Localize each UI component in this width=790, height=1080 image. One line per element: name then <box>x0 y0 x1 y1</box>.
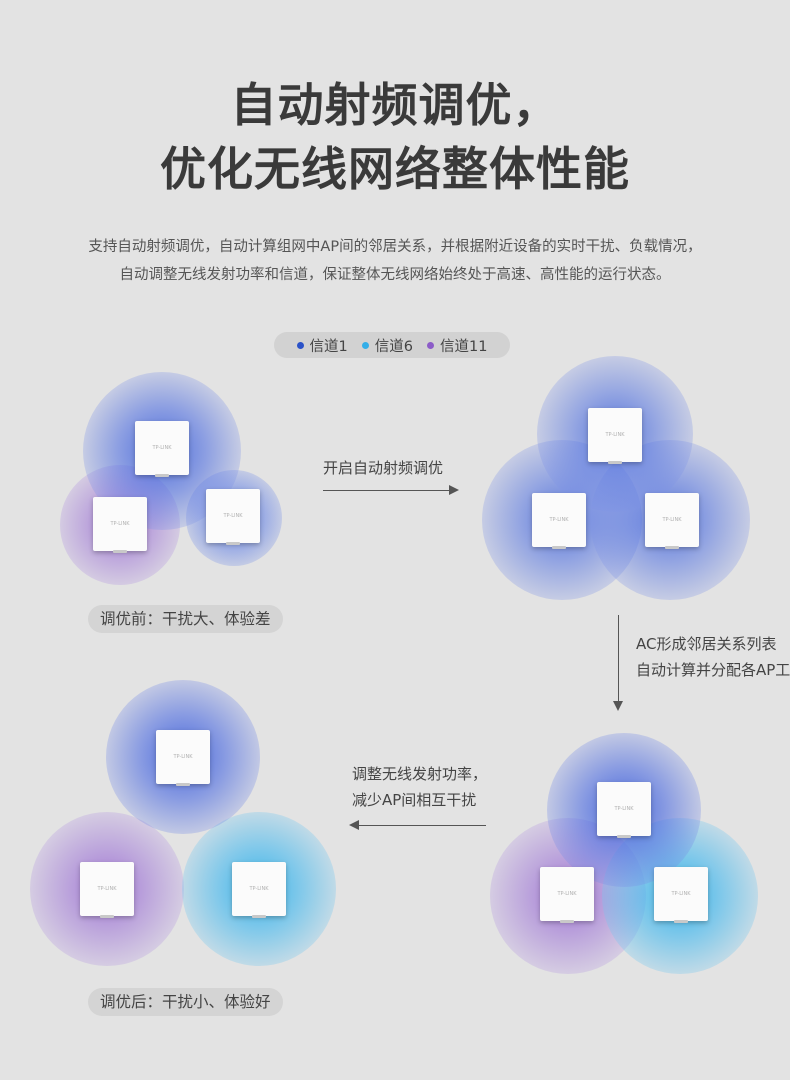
label-after: 调优后：干扰小、体验好 <box>88 988 283 1016</box>
legend-label-channel-6: 信道6 <box>374 338 413 355</box>
arrow-left-head-icon <box>349 820 359 830</box>
legend-item-channel-11: 信道11 <box>427 335 487 356</box>
ap-port <box>113 550 127 553</box>
legend-item-channel-1: 信道1 <box>296 335 348 356</box>
ap-port <box>252 915 266 918</box>
ap-port <box>617 835 631 838</box>
ap-port <box>155 474 169 477</box>
ap-device: TP-LINK <box>654 867 708 923</box>
ap-port <box>552 546 566 549</box>
ap-brand-label: TP-LINK <box>223 512 243 519</box>
legend-label-channel-1: 信道1 <box>309 338 348 355</box>
label-before: 调优前：干扰大、体验差 <box>88 605 283 633</box>
description-line1: 支持自动射频调优，自动计算组网中AP间的邻居关系，并根据附近设备的实时干扰、负载… <box>88 239 702 255</box>
step-3-text-line1: 调整无线发射功率， <box>352 765 488 783</box>
step-2-text-line1: AC形成邻居关系列表 <box>636 635 777 653</box>
ap-port <box>674 920 688 923</box>
ap-brand-label: TP-LINK <box>549 516 569 523</box>
ap-port <box>176 783 190 786</box>
step-2-text-line2-clip: 自动计算并分配各AP工 <box>636 658 790 682</box>
ap-device: TP-LINK <box>540 867 594 923</box>
ap-brand-label: TP-LINK <box>152 444 172 451</box>
arrow-down <box>618 615 619 703</box>
ap-device: TP-LINK <box>532 493 586 549</box>
ap-port <box>665 546 679 549</box>
ap-brand-label: TP-LINK <box>671 890 691 897</box>
legend-item-channel-6: 信道6 <box>361 335 413 356</box>
channel-legend: 信道1 信道6 信道11 <box>274 332 510 358</box>
arrow-right <box>323 490 449 491</box>
ap-brand-label: TP-LINK <box>614 805 634 812</box>
description-line2: 自动调整无线发射功率和信道，保证整体无线网络始终处于高速、高性能的运行状态。 <box>119 267 671 283</box>
legend-dot-channel-1 <box>296 341 304 349</box>
page-title-line2: 优化无线网络整体性能 <box>160 142 630 196</box>
page-title-line1: 自动射频调优， <box>230 78 560 132</box>
ap-device: TP-LINK <box>206 489 260 545</box>
legend-dot-channel-6 <box>361 341 369 349</box>
arrow-right-head-icon <box>449 485 459 495</box>
ap-brand-label: TP-LINK <box>662 516 682 523</box>
ap-port <box>608 461 622 464</box>
ap-brand-label: TP-LINK <box>557 890 577 897</box>
ap-port <box>100 915 114 918</box>
step-2-text-line2: 自动计算并分配各AP工 <box>636 661 790 679</box>
ap-device: TP-LINK <box>588 408 642 464</box>
ap-brand-label: TP-LINK <box>97 885 117 892</box>
ap-device: TP-LINK <box>135 421 189 477</box>
ap-device: TP-LINK <box>93 497 147 553</box>
legend-label-channel-11: 信道11 <box>440 338 488 355</box>
ap-brand-label: TP-LINK <box>249 885 269 892</box>
ap-port <box>226 542 240 545</box>
step-3-text-line2: 减少AP间相互干扰 <box>352 791 477 809</box>
arrow-down-head-icon <box>613 701 623 711</box>
ap-device: TP-LINK <box>597 782 651 838</box>
ap-device: TP-LINK <box>645 493 699 549</box>
ap-port <box>560 920 574 923</box>
ap-device: TP-LINK <box>156 730 210 786</box>
step-1-text: 开启自动射频调优 <box>323 459 444 477</box>
ap-brand-label: TP-LINK <box>605 431 625 438</box>
ap-device: TP-LINK <box>232 862 286 918</box>
ap-device: TP-LINK <box>80 862 134 918</box>
arrow-left <box>358 825 486 826</box>
legend-dot-channel-11 <box>427 341 434 349</box>
ap-brand-label: TP-LINK <box>110 520 130 527</box>
ap-brand-label: TP-LINK <box>173 753 193 760</box>
